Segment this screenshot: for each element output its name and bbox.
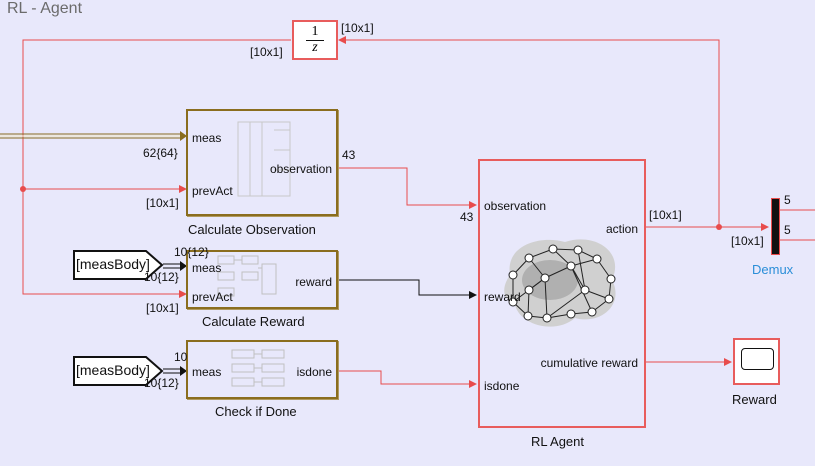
- meas-bus-dim: 62{64}: [143, 146, 178, 160]
- unit-delay-in-dim: [10x1]: [341, 21, 374, 35]
- goto-tag-shape[interactable]: [73, 250, 164, 280]
- measbody-done-line[interactable]: [163, 366, 187, 376]
- unit-delay-block[interactable]: 1 z: [292, 20, 338, 60]
- demux-in-dim: [10x1]: [731, 234, 764, 248]
- obs-out-dim: 43: [342, 148, 356, 162]
- calculate-observation-label: Calculate Observation: [188, 222, 316, 237]
- port-observation: observation: [484, 199, 547, 213]
- feedback-signal-line[interactable]: [22, 36, 720, 298]
- reward-meas-dim: 10{12}: [174, 245, 209, 259]
- prevact-reward-dim: [10x1]: [146, 301, 179, 315]
- demux-out-1: 5: [784, 193, 791, 207]
- port-isdone: isdone: [484, 379, 520, 393]
- calculate-observation-block[interactable]: meas prevAct observation: [186, 109, 338, 216]
- unit-delay-fraction-bar: [306, 40, 324, 41]
- rl-agent-block[interactable]: observation reward isdone action cumulat…: [478, 159, 646, 428]
- done-meas-dim-top: 10: [174, 350, 188, 364]
- subsystem-title: RL - Agent: [7, 0, 83, 17]
- port-meas: meas: [192, 131, 222, 145]
- demux-label: Demux: [752, 262, 794, 277]
- branch-point: [20, 186, 26, 192]
- port-action: action: [605, 222, 638, 236]
- reward-signal-line[interactable]: [338, 279, 477, 299]
- unit-delay-numerator: 1: [311, 24, 319, 39]
- obs-in-dim: 43: [460, 210, 474, 224]
- goto-tag-measbody[interactable]: [measBody]: [76, 362, 150, 378]
- port-cumulative-reward: cumulative reward: [540, 356, 638, 370]
- port-prevact: prevAct: [192, 184, 233, 198]
- port-reward: reward: [295, 275, 332, 289]
- demux-out-2: 5: [784, 223, 791, 237]
- demux-block[interactable]: [771, 198, 780, 255]
- port-meas: meas: [192, 365, 222, 379]
- rl-agent-label: RL Agent: [531, 434, 585, 449]
- calc-reward-sketch: [217, 255, 277, 297]
- measbody-reward-line[interactable]: [163, 261, 187, 271]
- port-observation: observation: [269, 162, 332, 176]
- prevact-dim: [10x1]: [146, 196, 179, 210]
- unit-delay-out-dim: [10x1]: [250, 45, 283, 59]
- observation-signal-line[interactable]: [338, 167, 477, 209]
- demux-output-lines[interactable]: [780, 209, 815, 241]
- calc-observation-sketch: [237, 121, 291, 197]
- neural-network-icon: [504, 239, 616, 327]
- goto-tag-measbody[interactable]: [measBody]: [76, 256, 150, 272]
- check-done-sketch: [231, 349, 285, 387]
- port-meas: meas: [192, 261, 222, 275]
- scope-display-icon: [741, 348, 774, 370]
- port-reward: reward: [484, 290, 521, 304]
- meas-bus-line[interactable]: [0, 131, 187, 141]
- reward-meas-dim-2: 10{12}: [144, 270, 179, 284]
- unit-delay-denominator: z: [312, 40, 318, 55]
- done-meas-dim: 10{12}: [144, 376, 179, 390]
- check-if-done-block[interactable]: meas isdone: [186, 340, 338, 399]
- calculate-reward-block[interactable]: meas prevAct reward: [186, 250, 338, 309]
- port-prevact: prevAct: [192, 290, 233, 304]
- calculate-reward-label: Calculate Reward: [202, 314, 305, 329]
- port-isdone: isdone: [296, 365, 332, 379]
- goto-tag-shape[interactable]: [73, 356, 164, 386]
- reward-scope-label: Reward: [732, 392, 777, 407]
- action-out-dim: [10x1]: [649, 208, 682, 222]
- check-if-done-label: Check if Done: [215, 404, 297, 419]
- reward-scope-block[interactable]: [733, 338, 780, 385]
- isdone-signal-line[interactable]: [338, 370, 477, 388]
